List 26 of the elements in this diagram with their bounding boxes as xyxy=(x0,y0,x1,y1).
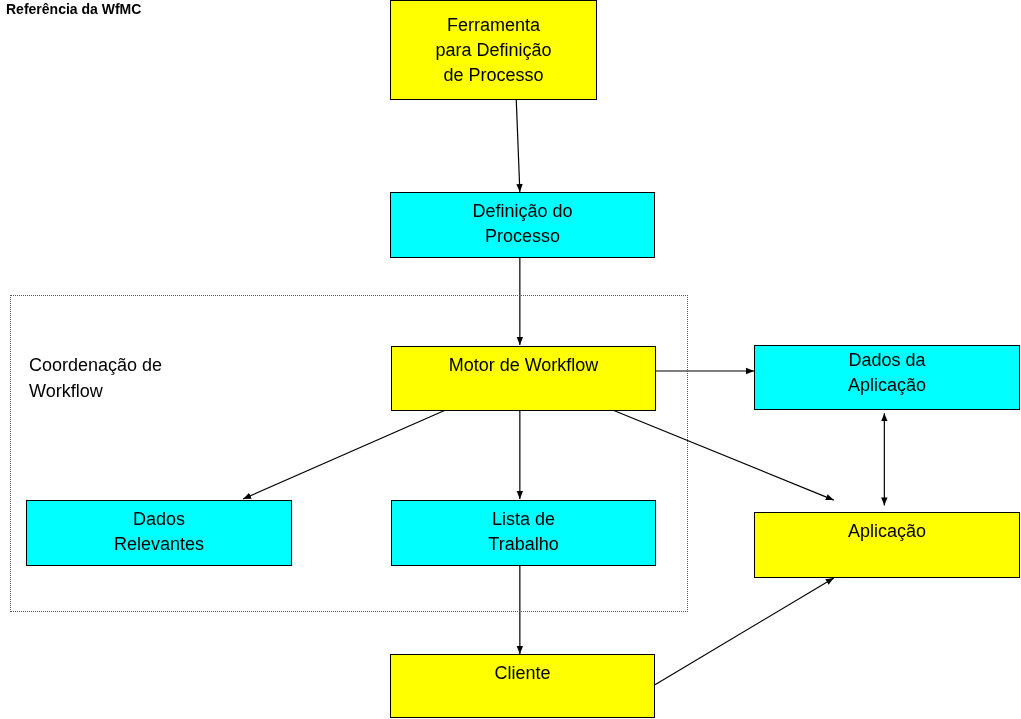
arrow xyxy=(515,99,523,193)
box-label: Aplicação xyxy=(847,520,926,543)
box-label: Definição do Processo xyxy=(471,200,574,248)
arrow xyxy=(881,412,888,506)
process-box xyxy=(754,512,1020,578)
arrow xyxy=(516,409,524,500)
box-label: Lista de Trabalho xyxy=(487,508,560,556)
box-label: Ferramenta para Definição de Processo xyxy=(434,14,553,87)
box-label: Motor de Workflow xyxy=(448,354,599,377)
arrow xyxy=(516,564,524,655)
box-label: Dados Relevantes xyxy=(112,508,206,556)
process-box xyxy=(390,0,597,100)
diagram-title: Referência da WfMC xyxy=(6,0,142,18)
box-label: Cliente xyxy=(494,662,551,685)
arrow xyxy=(654,577,835,686)
group-label: Coordenação de Workflow xyxy=(29,354,164,403)
arrow xyxy=(654,367,755,375)
process-box xyxy=(754,345,1020,410)
process-box xyxy=(390,654,655,718)
arrow xyxy=(516,257,524,346)
process-box xyxy=(390,192,655,258)
process-box xyxy=(391,346,656,411)
dotted-group-frame xyxy=(10,295,688,612)
box-label: Dados da Aplicação xyxy=(846,349,927,397)
process-box xyxy=(26,500,292,566)
process-box xyxy=(391,500,656,566)
